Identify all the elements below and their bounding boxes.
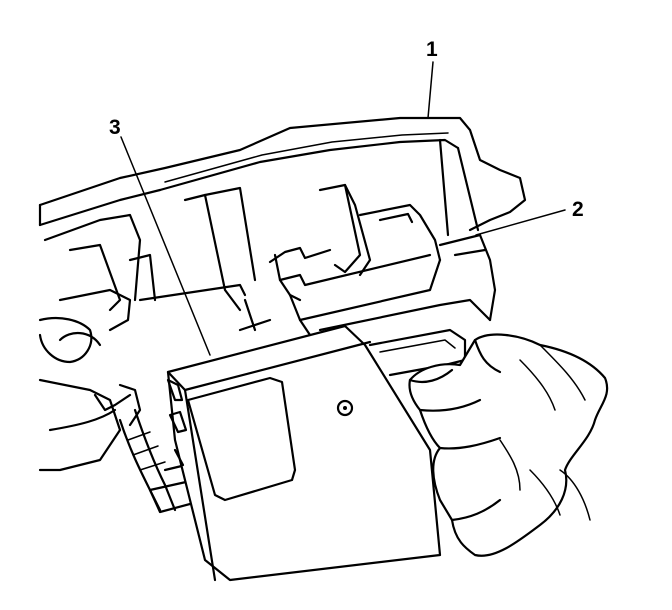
steering-column-area bbox=[38, 213, 142, 472]
instrument-panel-frame bbox=[38, 116, 527, 237]
technician-hand bbox=[408, 333, 609, 557]
leader-line-2 bbox=[475, 209, 566, 236]
leader-lines bbox=[120, 61, 566, 356]
callout-1: 1 bbox=[426, 38, 438, 61]
connector-assembly bbox=[268, 183, 497, 377]
mounting-bracket bbox=[128, 186, 272, 332]
callout-2: 2 bbox=[572, 198, 584, 221]
leader-line-1 bbox=[427, 61, 434, 119]
callout-3: 3 bbox=[109, 116, 121, 139]
electronic-module bbox=[166, 324, 442, 582]
leader-line-3 bbox=[120, 136, 211, 356]
